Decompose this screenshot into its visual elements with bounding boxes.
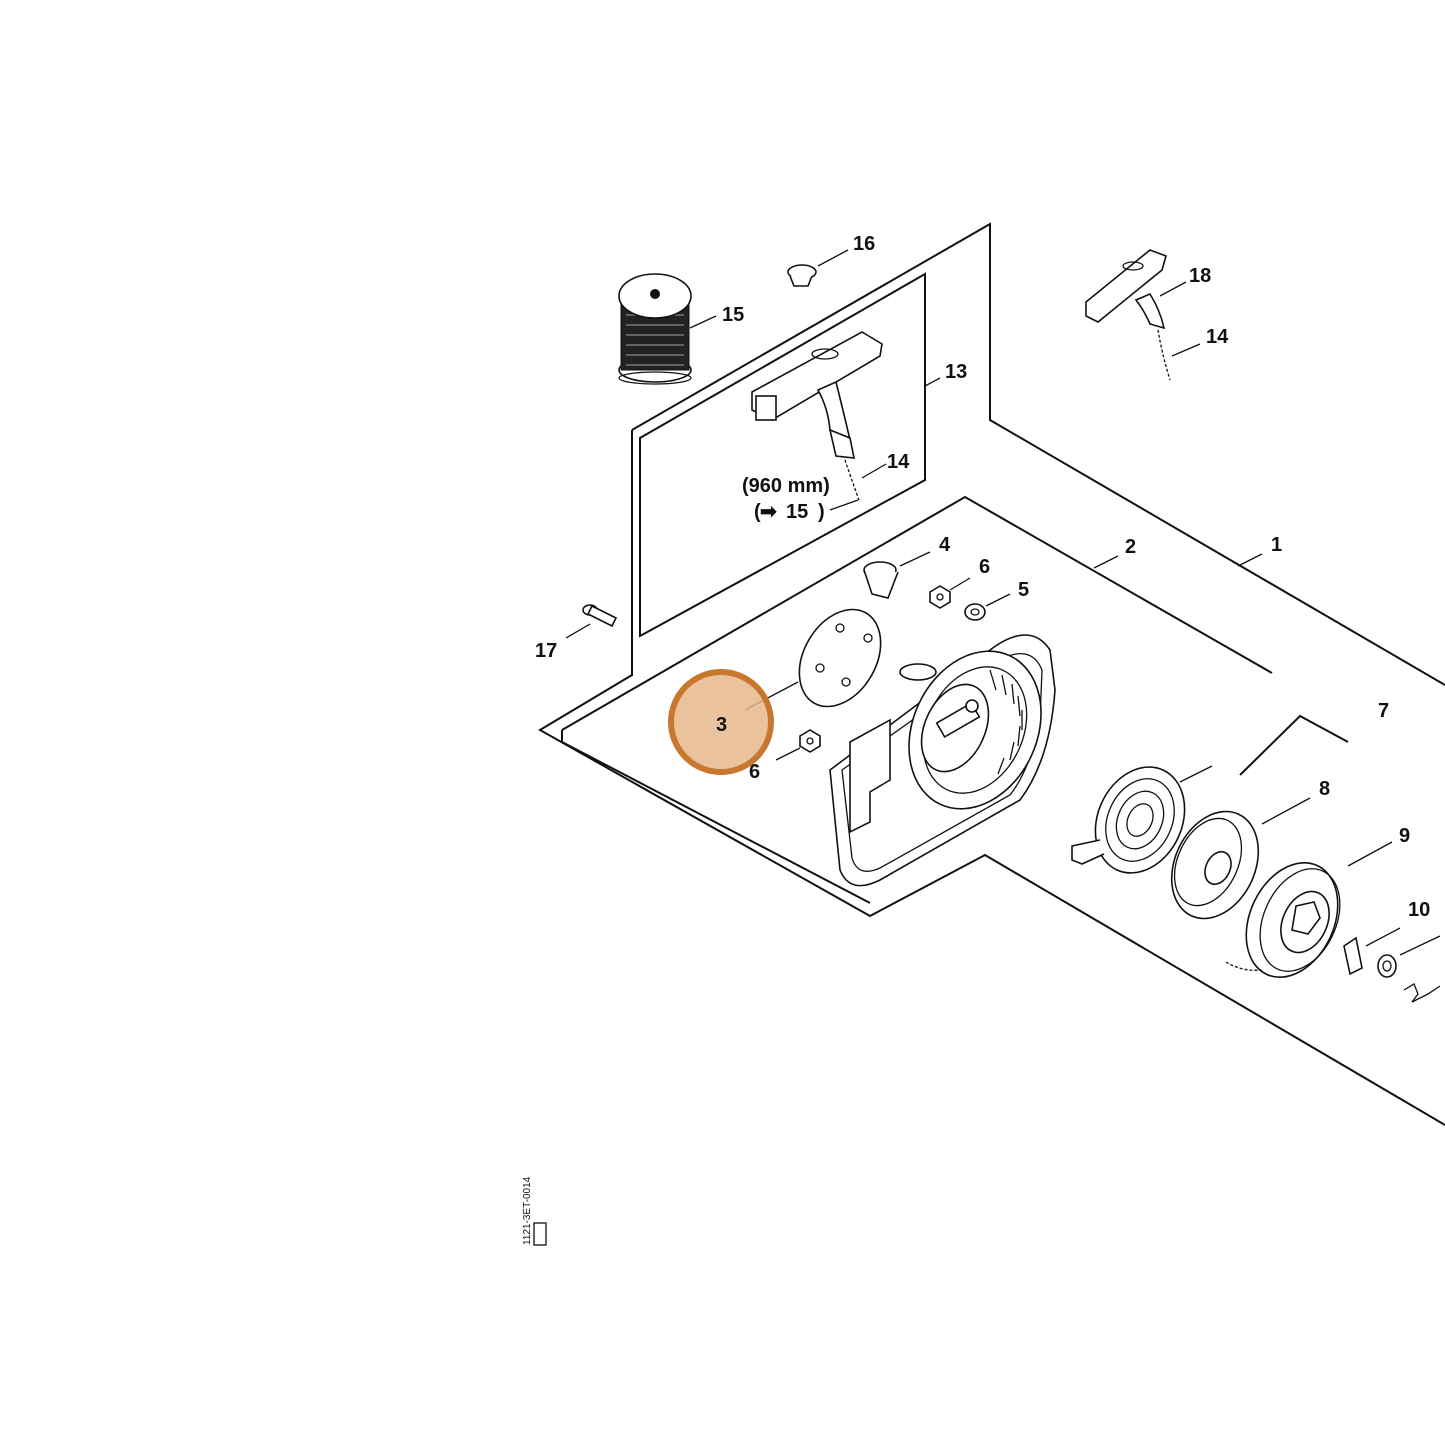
- rope-ref-number: 15: [786, 501, 808, 523]
- rope-length-note: (960 mm): [742, 475, 830, 497]
- callout-14-separate[interactable]: 14: [1206, 326, 1229, 348]
- callout-7[interactable]: 7: [1378, 700, 1389, 722]
- callout-9[interactable]: 9: [1399, 825, 1410, 847]
- callout-6-lower[interactable]: 6: [749, 761, 760, 783]
- rope-ref-close: ): [818, 501, 825, 523]
- callout-10[interactable]: 10: [1408, 899, 1430, 921]
- rope-ref-note: ( ➡ 15 ): [754, 501, 825, 523]
- svg-text:(: (: [754, 501, 761, 523]
- nut-part-6-lower[interactable]: [799, 729, 821, 753]
- callouts: 1 2 3 4 5 6 6 7 8 9 10 13 14 14 15 16 17…: [535, 233, 1430, 921]
- rope-spool-part-15[interactable]: [618, 273, 692, 385]
- highlight-ring-part-3: [668, 669, 774, 775]
- callout-16[interactable]: 16: [853, 233, 875, 255]
- callout-4[interactable]: 4: [939, 534, 951, 556]
- callout-2[interactable]: 2: [1125, 536, 1136, 558]
- drawing-code: 1121-3ET-0014: [522, 1176, 547, 1246]
- assembly-frame: [538, 222, 1445, 1126]
- callout-5[interactable]: 5: [1018, 579, 1029, 601]
- callout-3[interactable]: 3: [716, 714, 727, 736]
- callout-13[interactable]: 13: [945, 361, 967, 383]
- screw-part-17[interactable]: [582, 604, 618, 628]
- drawing-code-text: 1121-3ET-0014: [522, 1176, 533, 1245]
- spring-housing-part-8[interactable]: [1155, 797, 1275, 932]
- rope-rotor-part-9[interactable]: [1225, 848, 1355, 992]
- cover-disc-part-3[interactable]: [783, 595, 897, 721]
- plug-part-16[interactable]: [787, 264, 817, 287]
- spring-part-7[interactable]: [1071, 752, 1201, 887]
- handle-part-18[interactable]: [1085, 249, 1171, 381]
- callout-17[interactable]: 17: [535, 640, 557, 662]
- handle-kit-part-13[interactable]: [751, 331, 883, 501]
- callout-1[interactable]: 1: [1271, 534, 1282, 556]
- fan-housing-part-2[interactable]: [829, 629, 1066, 887]
- callout-15[interactable]: 15: [722, 304, 744, 326]
- callout-8[interactable]: 8: [1319, 778, 1330, 800]
- pawl-part-10[interactable]: [1343, 936, 1441, 1003]
- arrow-right-icon: ➡: [760, 501, 777, 523]
- callout-6-upper[interactable]: 6: [979, 556, 990, 578]
- callout-14-kit[interactable]: 14: [887, 451, 910, 473]
- washer-part-5[interactable]: [964, 603, 986, 621]
- callout-18[interactable]: 18: [1189, 265, 1211, 287]
- nut-part-6-upper[interactable]: [929, 585, 951, 609]
- knob-part-4[interactable]: [863, 561, 899, 599]
